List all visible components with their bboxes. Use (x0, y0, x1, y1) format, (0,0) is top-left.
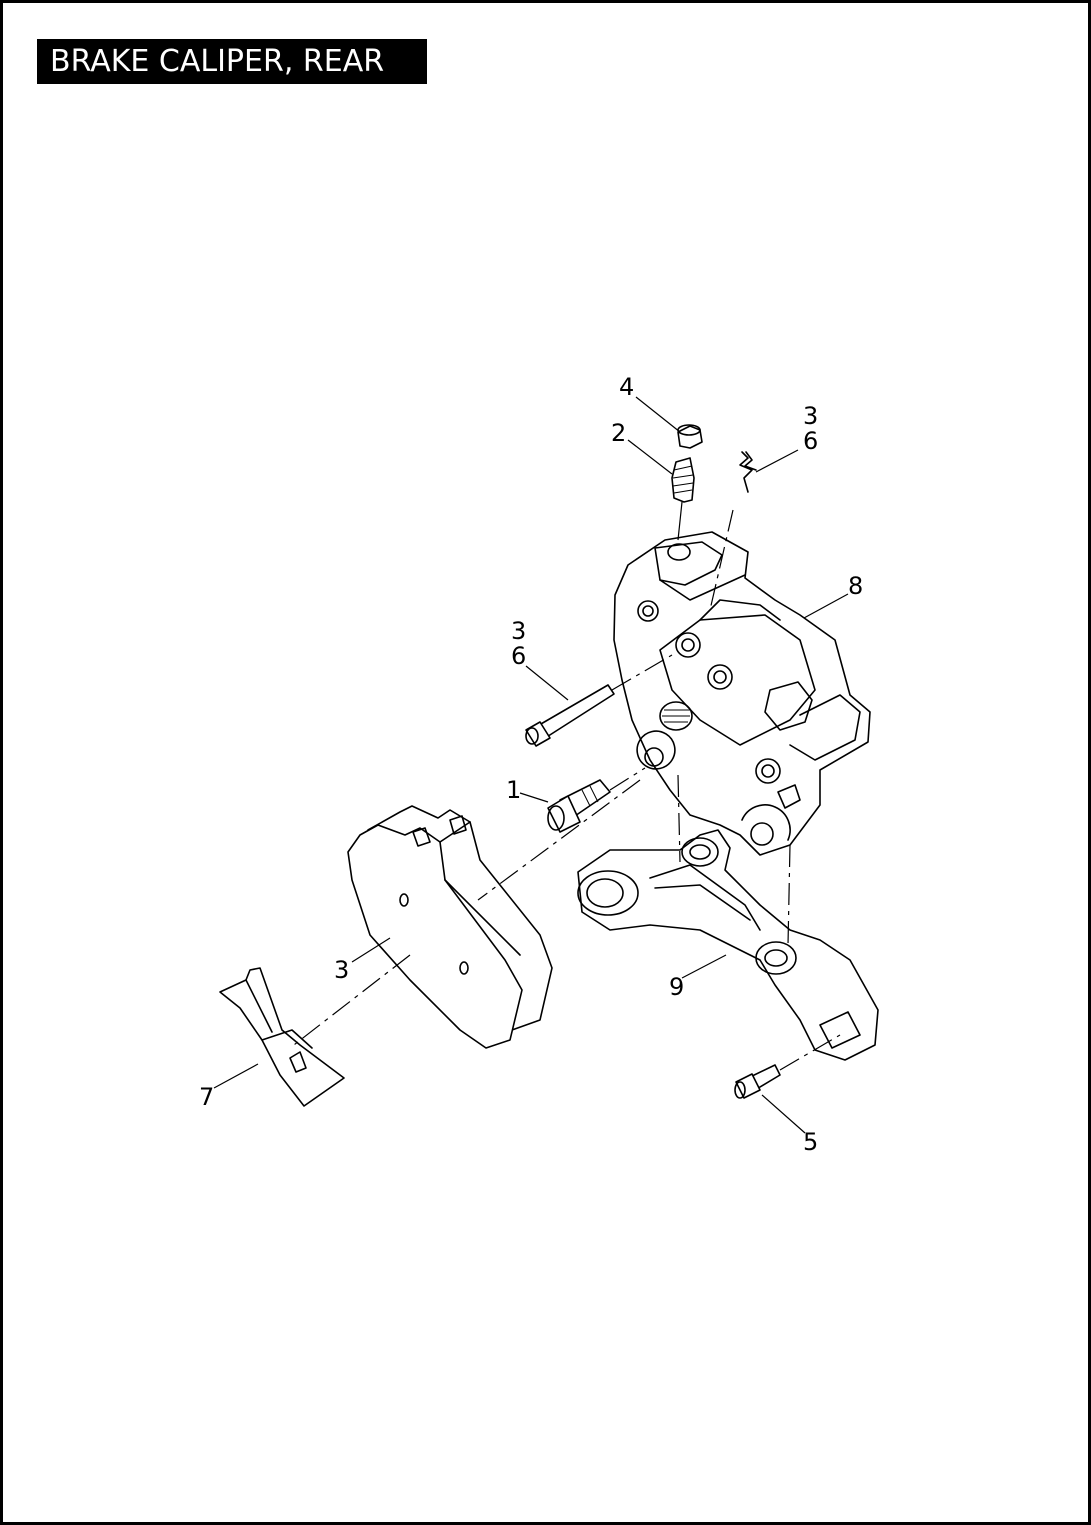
brake-pad-part (347, 805, 553, 1049)
page-title: BRAKE CALIPER, REAR (37, 39, 427, 84)
callout-6-top: 6 (803, 427, 818, 455)
caliper-bolt-part (547, 779, 611, 833)
assembly-lines (289, 509, 841, 1071)
caliper-bracket-part (577, 829, 879, 1061)
callout-9: 9 (669, 973, 684, 1001)
bracket-pin-part (734, 1064, 781, 1099)
callout-labels: 4 2 3 6 8 3 6 1 3 9 7 5 (199, 373, 863, 1156)
anti-rattle-spring-part (219, 967, 345, 1107)
callout-1: 1 (506, 776, 521, 804)
bleeder-cap-part (677, 424, 703, 449)
caliper-body-part (613, 531, 871, 856)
pad-pin-clip-part (739, 451, 757, 493)
bleeder-valve-part (671, 457, 695, 541)
callout-2: 2 (611, 419, 626, 447)
callout-3-pad: 3 (334, 956, 349, 984)
callout-4: 4 (619, 373, 634, 401)
callout-3-top: 3 (803, 402, 818, 430)
pad-pin-part (525, 684, 615, 747)
callout-3-mid: 3 (511, 617, 526, 645)
callout-6-mid: 6 (511, 642, 526, 670)
leader-lines (213, 396, 849, 1134)
callout-8: 8 (848, 572, 863, 600)
callout-7: 7 (199, 1083, 214, 1111)
callout-5: 5 (803, 1128, 818, 1156)
